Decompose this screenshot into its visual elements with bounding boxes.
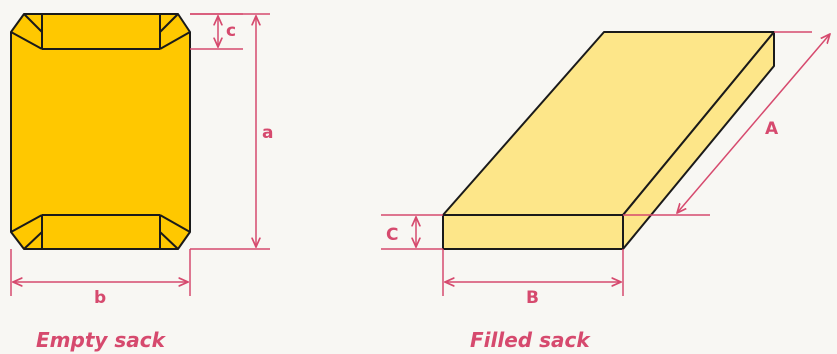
filled-sack-front-face — [442, 214, 624, 250]
dimension-C: C — [381, 214, 443, 250]
label-b: b — [94, 288, 106, 308]
label-B: B — [526, 288, 539, 308]
caption-empty-sack: Empty sack — [36, 328, 165, 352]
dimension-a: a — [190, 13, 273, 250]
label-a: a — [262, 123, 273, 143]
label-C: C — [386, 225, 398, 245]
empty-sack: c a b — [10, 13, 273, 308]
caption-filled-sack: Filled sack — [470, 328, 590, 352]
dimension-B: B — [442, 249, 624, 308]
label-A: A — [765, 119, 779, 139]
empty-sack-bottom-gusset — [10, 214, 191, 250]
dimension-A: A — [623, 31, 830, 216]
dimension-b: b — [10, 249, 191, 308]
label-c: c — [226, 21, 236, 41]
dimension-c: c — [190, 13, 243, 50]
empty-sack-top-gusset — [10, 13, 191, 50]
filled-sack: A C B — [381, 31, 830, 308]
